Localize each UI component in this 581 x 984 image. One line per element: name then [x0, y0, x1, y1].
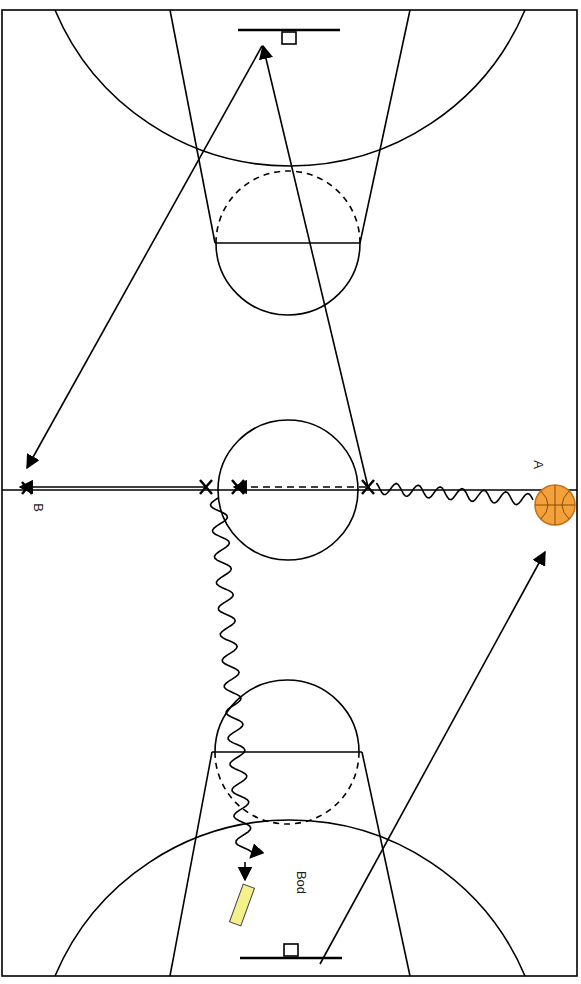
- lane-line: [362, 752, 410, 976]
- dribble-line: [376, 483, 533, 505]
- backboard: [240, 957, 342, 960]
- free-throw-circle-dashed: [216, 171, 360, 243]
- free-throw-line: [215, 242, 360, 244]
- pass-arrow: [20, 486, 205, 488]
- cut-arrow: [263, 46, 368, 487]
- backboard: [238, 29, 340, 32]
- cone: [230, 884, 255, 926]
- free-throw-circle: [216, 243, 360, 315]
- free-throw-line: [212, 751, 362, 753]
- center-circle: [218, 420, 358, 560]
- lane-line: [360, 10, 410, 243]
- player-label: A: [532, 460, 545, 469]
- cone-label: Bod: [295, 871, 308, 894]
- player-mark: [362, 480, 374, 494]
- player-mark: [232, 480, 244, 494]
- player-mark: [22, 482, 32, 494]
- rim: [284, 944, 298, 956]
- dashed-pass-arrow: [234, 486, 366, 488]
- three-point-arc: [55, 10, 525, 166]
- pass-arrow: [27, 46, 262, 468]
- three-point-arc: [55, 820, 525, 976]
- lane-line: [170, 10, 215, 243]
- basketball: [535, 485, 575, 525]
- dribble-arrowhead: [244, 862, 246, 880]
- lane-line: [170, 752, 212, 976]
- player-label: B: [32, 503, 45, 512]
- free-throw-circle: [215, 680, 359, 752]
- pass-arrow: [320, 552, 545, 964]
- dribble-line: [211, 498, 253, 858]
- court-boundary: [2, 10, 577, 976]
- player-mark: [200, 480, 212, 494]
- half-court-line: [2, 489, 577, 491]
- rim: [282, 32, 296, 44]
